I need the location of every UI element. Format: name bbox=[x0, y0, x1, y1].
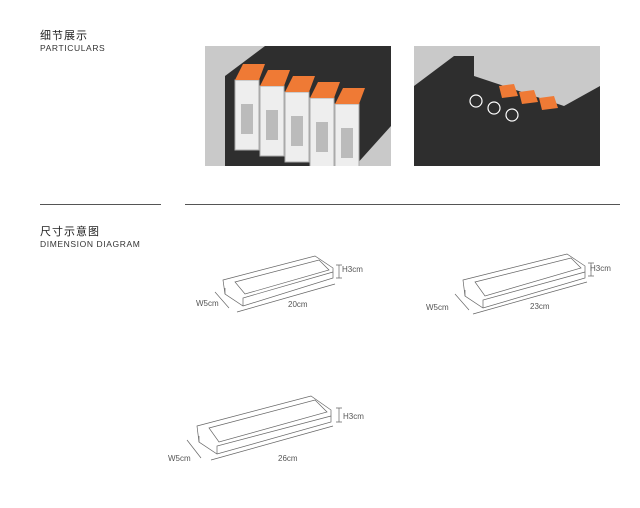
terminal-block-photo bbox=[205, 46, 391, 166]
particulars-title-en: PARTICULARS bbox=[40, 43, 106, 53]
diagram-3-width: W5cm bbox=[168, 454, 191, 463]
dimension-title-zh: 尺寸示意图 bbox=[40, 226, 100, 238]
diagram-3-length: 26cm bbox=[278, 454, 298, 463]
divider-left bbox=[40, 204, 161, 205]
driver-box-diagram-20cm bbox=[214, 255, 342, 313]
divider-right bbox=[185, 204, 620, 205]
diagram-1-length: 20cm bbox=[288, 300, 308, 309]
driver-box-diagram-26cm bbox=[186, 395, 342, 461]
diagram-2-length: 23cm bbox=[530, 302, 550, 311]
diagram-3-height: H3cm bbox=[343, 412, 364, 421]
diagram-2-width: W5cm bbox=[426, 303, 449, 312]
driver-box-diagram-23cm bbox=[454, 253, 594, 315]
connector-symbols-photo bbox=[414, 46, 600, 166]
particulars-title-zh: 细节展示 bbox=[40, 30, 88, 42]
diagram-1-width: W5cm bbox=[196, 299, 219, 308]
dimension-title-en: DIMENSION DIAGRAM bbox=[40, 239, 141, 249]
diagram-2-height: H3cm bbox=[590, 264, 611, 273]
diagram-1-height: H3cm bbox=[342, 265, 363, 274]
